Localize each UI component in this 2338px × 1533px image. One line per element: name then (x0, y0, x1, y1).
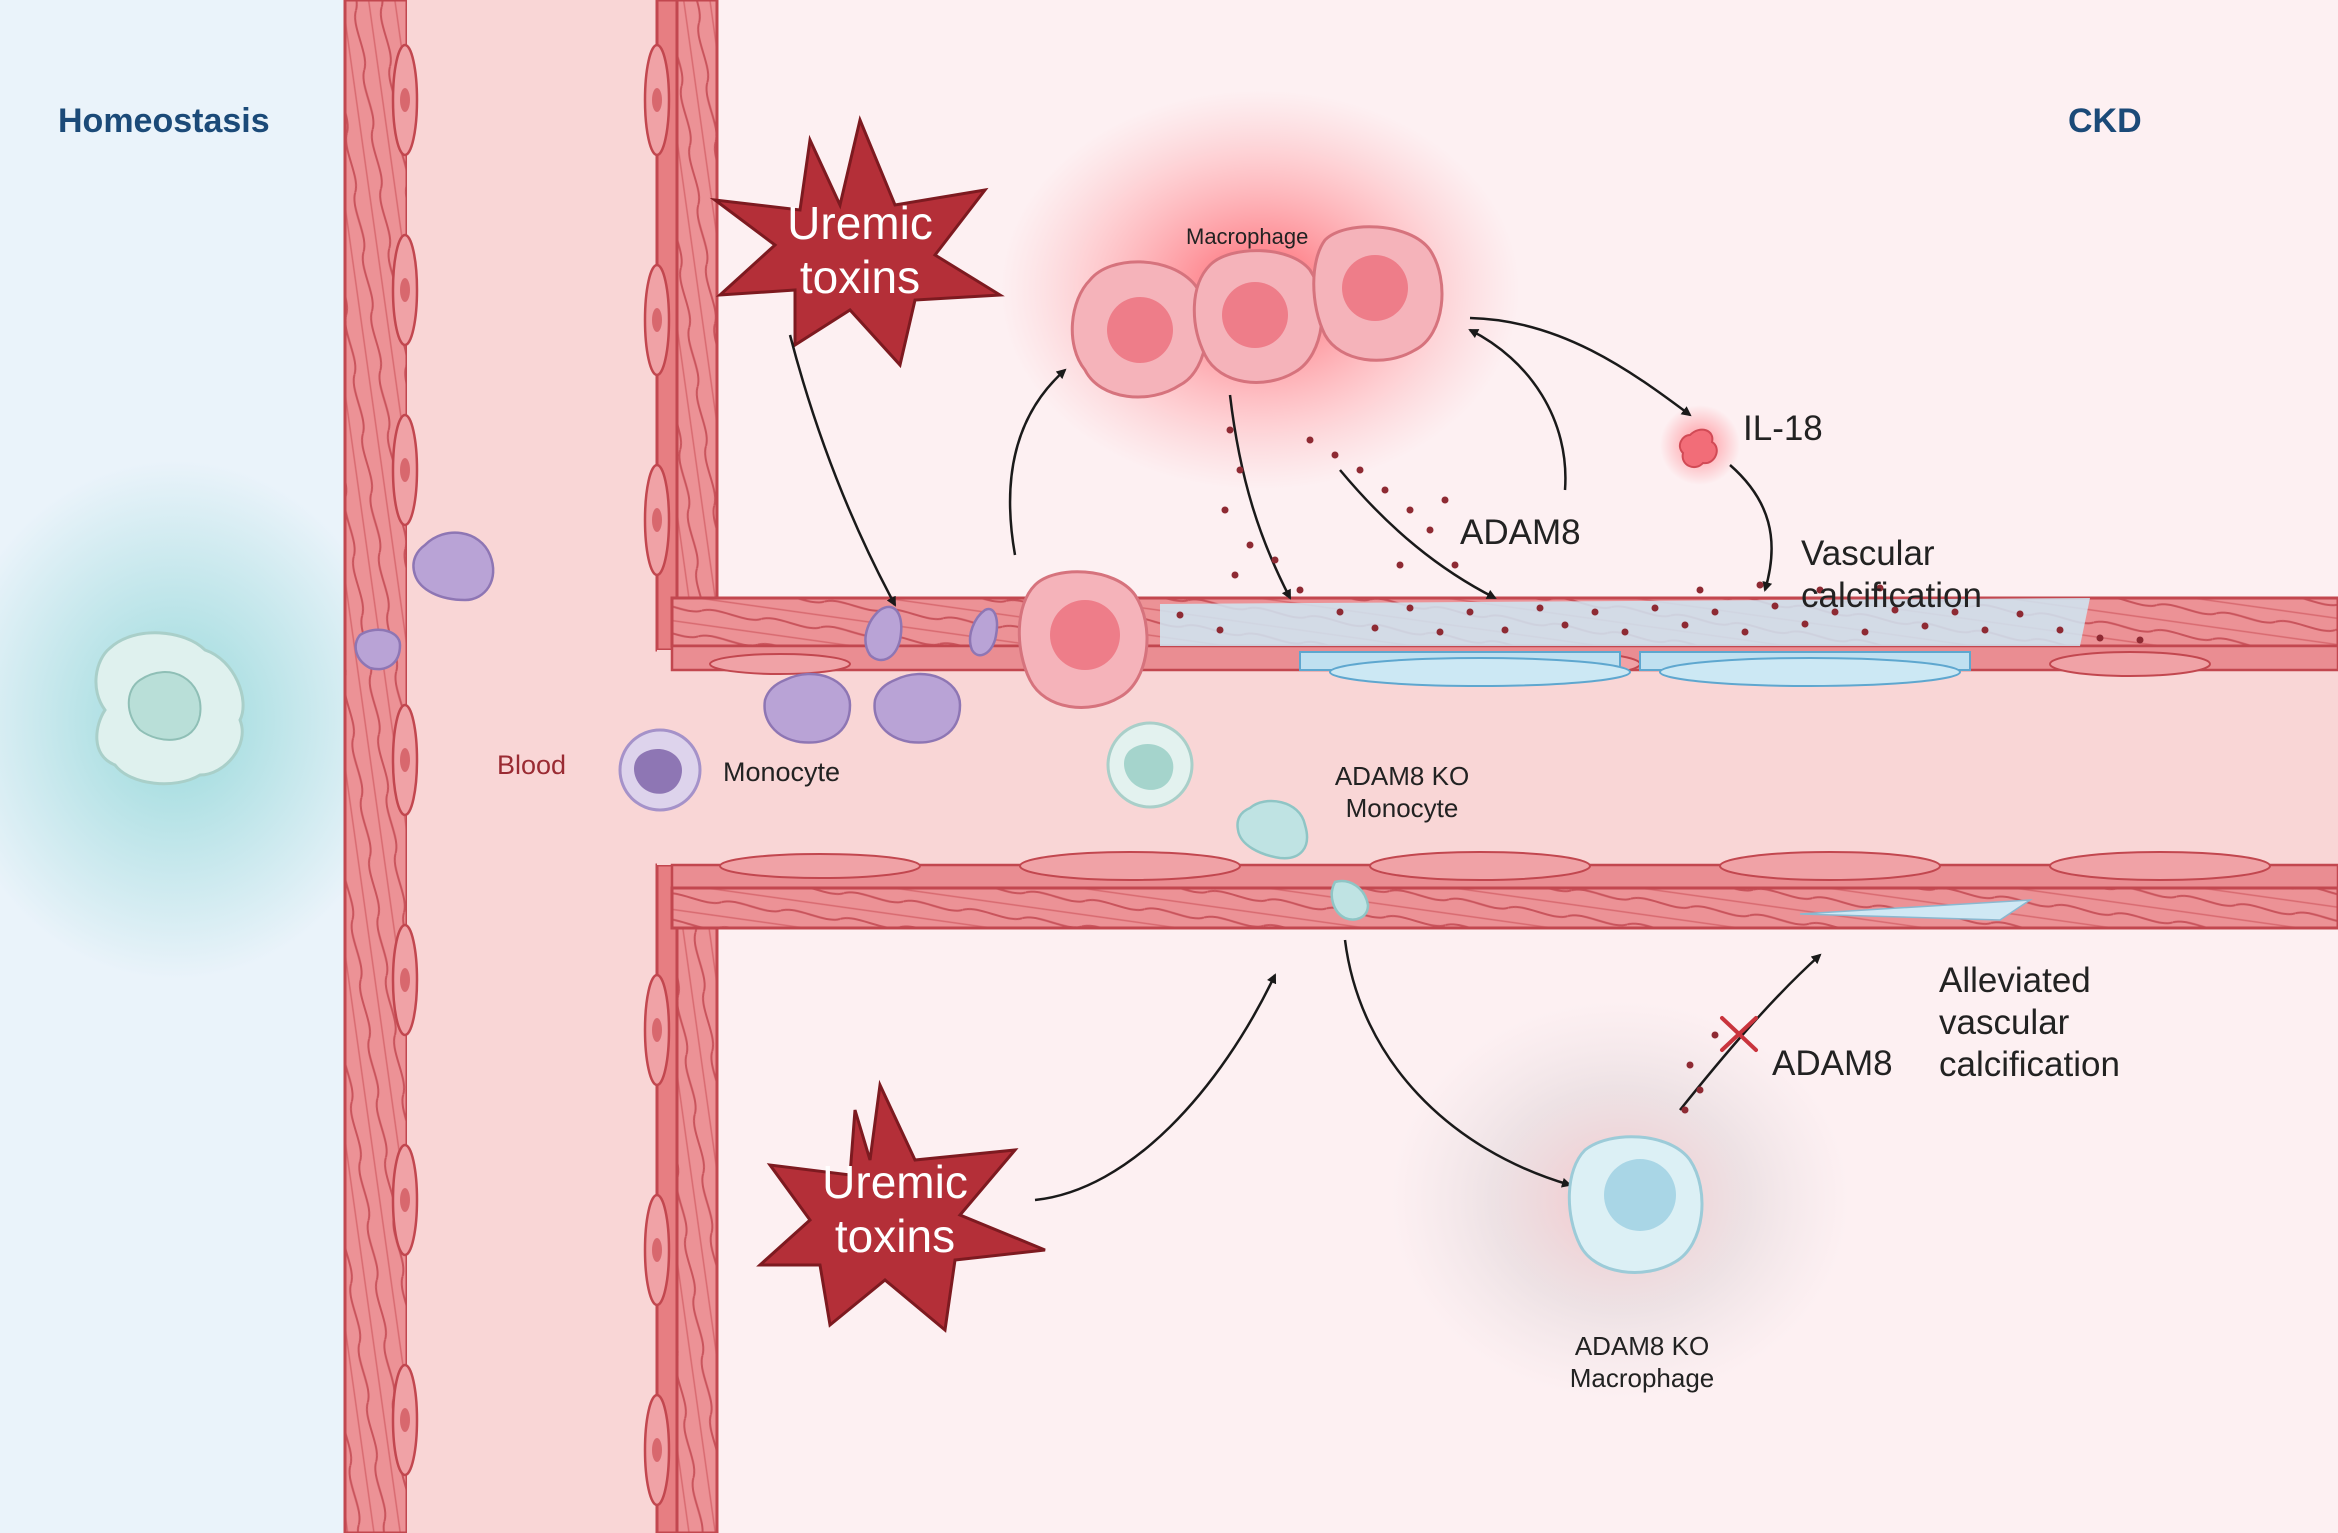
macrophage-label: Macrophage (1186, 224, 1309, 249)
ko-monocyte-transmigrating (1236, 799, 1370, 921)
homeostasis-monocyte (94, 631, 245, 786)
vascular-calcification-label: Vascular calcification (1801, 534, 1982, 615)
uremic-toxins-starburst-bottom (756, 1079, 1046, 1333)
macrophage-cluster (1017, 225, 1444, 709)
adam8-label-top: ADAM8 (1460, 513, 1581, 552)
arrows (788, 316, 1822, 1202)
calcification-zone (1160, 598, 2090, 921)
uremic-toxins-starburst-top (709, 115, 1005, 369)
il18-molecule (1679, 428, 1718, 468)
il18-label: IL-18 (1743, 409, 1823, 448)
vertical-vessel (343, 0, 719, 1533)
inhibition-x-mark (1720, 1016, 1758, 1052)
horizontal-vessel (657, 596, 2338, 930)
calcification-particles (1336, 581, 2144, 644)
adhering-monocytes (763, 605, 999, 744)
ko-macrophage (1567, 1135, 1704, 1274)
alleviated-calcification-label: Alleviated vascular calcification (1939, 961, 2120, 1084)
ko-monocyte-circulating (1106, 721, 1194, 809)
circulating-monocyte (618, 728, 702, 812)
adam8-particles-top (1176, 426, 1459, 634)
monocyte-label: Monocyte (723, 757, 841, 787)
ko-macrophage-label: ADAM8 KO Macrophage (1569, 1331, 1715, 1393)
ckd-title: CKD (2068, 102, 2142, 140)
blood-label: Blood (497, 750, 567, 780)
adam8-label-bottom: ADAM8 (1772, 1044, 1893, 1083)
uremic-toxins-label-bottom: Uremic toxins (822, 1156, 968, 1262)
transmigrating-monocyte-left (354, 531, 495, 671)
ko-monocyte-label: ADAM8 KO Monocyte (1334, 761, 1470, 823)
adam8-particles-bottom (1681, 1031, 1719, 1114)
homeostasis-title: Homeostasis (58, 102, 270, 140)
uremic-toxins-label-top: Uremic toxins (787, 197, 933, 303)
